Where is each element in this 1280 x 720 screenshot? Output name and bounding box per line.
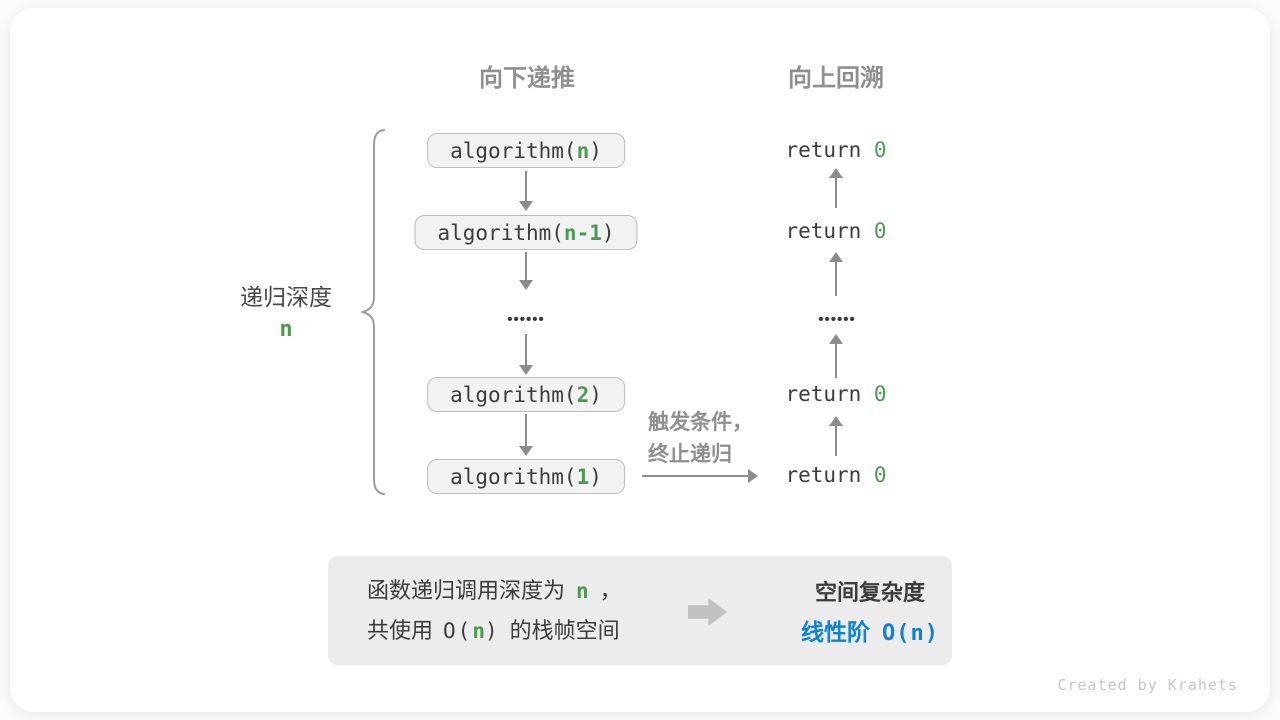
- fn-arg: 1: [576, 464, 590, 489]
- trigger-note-line1: 触发条件，: [648, 411, 753, 434]
- fn-open: algorithm(: [450, 464, 577, 489]
- space-complexity-result: 线性阶 O(n): [742, 613, 998, 647]
- call-box-n-1: algorithm(n-1): [414, 215, 638, 250]
- fn-close: ): [589, 382, 602, 407]
- return-statement: return 0: [785, 138, 886, 162]
- return-statement: return 0: [785, 219, 886, 243]
- return-keyword: return: [785, 138, 862, 162]
- summary-line1-text: 函数递归调用深度为: [367, 578, 566, 603]
- call-box-2: algorithm(2): [427, 377, 625, 412]
- summary-line2-text-end: 的栈帧空间: [509, 618, 620, 643]
- ellipsis-dots: ••••••: [507, 311, 545, 328]
- header-descend: 向下递推: [479, 65, 575, 92]
- return-value: 0: [873, 382, 887, 406]
- depth-label-title: 递归深度: [240, 284, 332, 310]
- ellipsis-dots: ••••••: [818, 311, 856, 328]
- depth-label-value: n: [279, 317, 293, 342]
- return-value: 0: [873, 463, 887, 487]
- summary-line2-text: 共使用: [367, 618, 434, 643]
- summary-line2-code-close: ): [484, 619, 500, 643]
- watermark: Created by Krahets: [1057, 676, 1238, 694]
- return-value: 0: [873, 219, 887, 243]
- fn-arg: n: [576, 138, 590, 163]
- summary-line2-code-open: O(: [443, 619, 473, 643]
- summary-line-2: 共使用 O(n) 的栈帧空间: [367, 613, 620, 645]
- arrow-up-icon: [829, 252, 843, 296]
- fn-open: algorithm(: [437, 220, 564, 245]
- fn-arg: 2: [576, 382, 590, 407]
- block-arrow-icon: [688, 598, 727, 626]
- call-box-n: algorithm(n): [427, 133, 625, 168]
- fn-close: ): [601, 220, 615, 245]
- call-box-1: algorithm(1): [427, 459, 625, 494]
- fn-close: ): [589, 138, 602, 163]
- complexity-order-label: 线性阶: [801, 619, 870, 645]
- summary-line1-var: n: [576, 579, 589, 603]
- arrow-up-icon: [829, 168, 843, 208]
- trigger-note-line2: 终止递归: [648, 443, 732, 466]
- arrow-down-icon: [519, 171, 533, 211]
- fn-arg: n-1: [563, 220, 602, 245]
- fn-close: ): [589, 464, 602, 489]
- arrow-right-icon: [642, 469, 758, 483]
- return-keyword: return: [785, 382, 862, 406]
- arrow-down-icon: [519, 414, 533, 456]
- header-backtrack: 向上回溯: [788, 65, 884, 92]
- summary-line2-var: n: [472, 619, 485, 643]
- complexity-big-o: O(n): [882, 621, 939, 646]
- brace-icon: [360, 129, 385, 495]
- return-value: 0: [873, 138, 887, 162]
- fn-open: algorithm(: [450, 138, 577, 163]
- return-statement: return 0: [785, 382, 886, 406]
- arrow-up-icon: [829, 416, 843, 456]
- return-statement: return 0: [785, 463, 886, 487]
- space-complexity-title: 空间复杂度: [814, 580, 925, 605]
- arrow-down-icon: [519, 334, 533, 375]
- arrow-down-icon: [519, 252, 533, 290]
- fn-open: algorithm(: [450, 382, 577, 407]
- summary-line1-comma: ，: [599, 578, 622, 603]
- arrow-up-icon: [829, 334, 843, 378]
- summary-line-1: 函数递归调用深度为 n ，: [367, 573, 622, 605]
- return-keyword: return: [785, 219, 862, 243]
- return-keyword: return: [785, 463, 862, 487]
